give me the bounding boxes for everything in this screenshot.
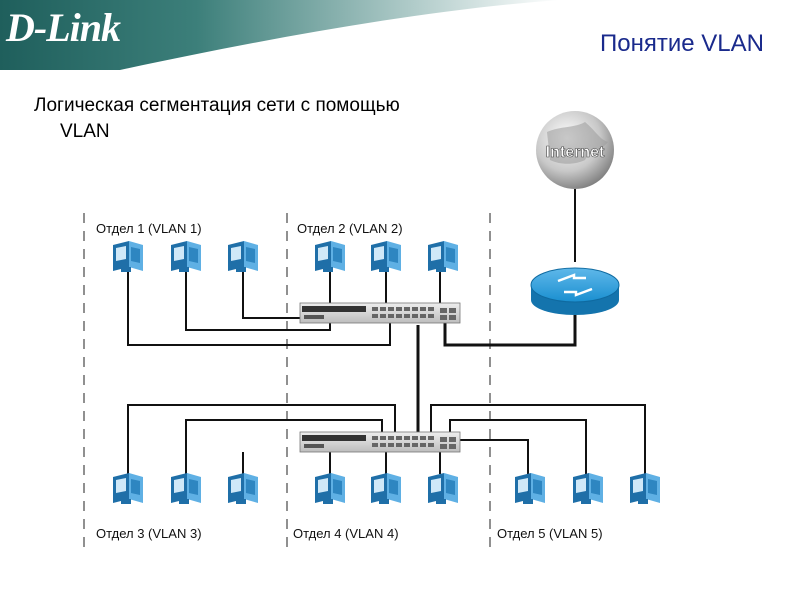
computer-icon	[573, 473, 603, 504]
computer-icon	[630, 473, 660, 504]
computer-icon	[371, 241, 401, 272]
department-2-label: Отдел 2 (VLAN 2)	[297, 221, 403, 236]
computer-icon	[315, 241, 345, 272]
computer-icon	[428, 473, 458, 504]
bottom-switch	[299, 431, 461, 453]
computer-icon	[113, 473, 143, 504]
subtitle-line-2: VLAN	[60, 121, 110, 142]
subtitle: Логическая сегментация сети с помощью VL…	[34, 93, 504, 145]
dlink-logo: D-Link	[6, 5, 121, 50]
computer-icon	[228, 473, 258, 504]
subtitle-line-1: Логическая сегментация сети с помощью	[34, 95, 400, 116]
department-3-label: Отдел 3 (VLAN 3)	[96, 526, 202, 541]
network-links	[127, 270, 646, 474]
computer-icon	[228, 241, 258, 272]
slide-title: Понятие VLAN	[600, 30, 764, 57]
internet-globe-icon	[536, 111, 614, 189]
internet-label: Internet	[546, 144, 605, 161]
computer-icon	[171, 241, 201, 272]
logo-band	[0, 0, 560, 70]
department-4-label: Отдел 4 (VLAN 4)	[293, 526, 399, 541]
computer-icon	[113, 241, 143, 272]
top-switch	[299, 302, 461, 324]
computer-icon	[428, 241, 458, 272]
computer-icon	[371, 473, 401, 504]
computer-icon	[515, 473, 545, 504]
router-icon	[530, 267, 620, 315]
computer-icon	[315, 473, 345, 504]
computer-icon	[171, 473, 201, 504]
department-separators	[83, 213, 491, 550]
department-5-label: Отдел 5 (VLAN 5)	[497, 526, 603, 541]
department-1-label: Отдел 1 (VLAN 1)	[96, 221, 202, 236]
